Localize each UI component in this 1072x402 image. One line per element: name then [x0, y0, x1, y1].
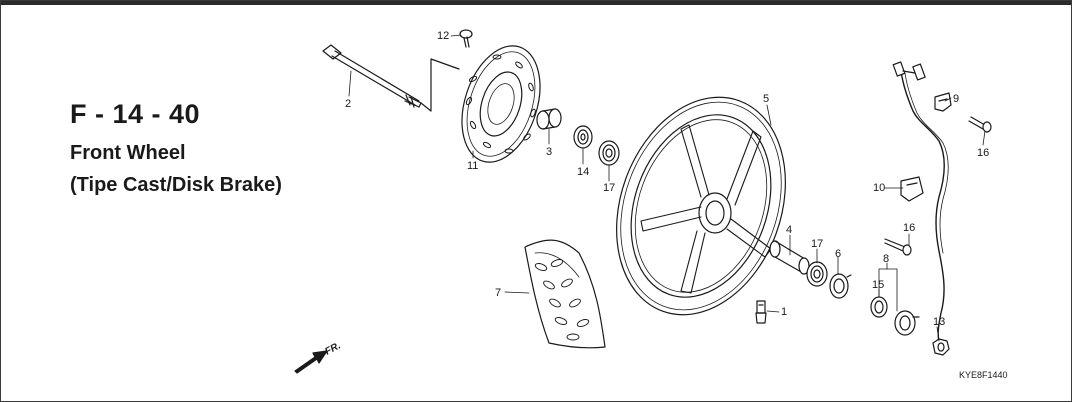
top-bar [1, 1, 1071, 5]
sensor-seal-part [870, 296, 888, 318]
callout-13: 13 [933, 316, 945, 328]
callout-14: 14 [577, 166, 589, 178]
callout-3: 3 [546, 146, 552, 158]
tire-part [524, 239, 606, 349]
front-direction-arrow-icon [294, 350, 328, 374]
callout-11: 11 [467, 160, 478, 172]
leader-bracket [420, 58, 460, 112]
reference-code: KYE8F1440 [959, 370, 1008, 380]
leader-lines [348, 34, 986, 342]
disc-bolt-part [459, 29, 473, 48]
wheel-rim-part [616, 96, 786, 316]
nut-part [932, 338, 950, 356]
callout-2: 2 [345, 98, 351, 110]
retainer-part [829, 273, 852, 299]
dust-seal-part [573, 125, 593, 149]
diagram-subtitle: (Tipe Cast/Disk Brake) [70, 174, 282, 196]
callout-9: 9 [953, 93, 959, 105]
callout-16-upper: 16 [977, 147, 989, 159]
brake-disc-part [461, 45, 541, 163]
callout-12: 12 [437, 30, 449, 42]
direction-label: FR. [323, 340, 342, 357]
callout-16-lower: 16 [903, 222, 915, 234]
bearing-left-part [598, 140, 620, 166]
callout-1: 1 [781, 306, 787, 318]
callout-6: 6 [835, 248, 841, 260]
callout-8: 8 [883, 253, 889, 265]
sensor-bracket-part [900, 176, 924, 202]
clamp-part [934, 92, 952, 112]
callout-15: 15 [872, 279, 884, 291]
collar-part [536, 108, 562, 130]
callout-17-left: 17 [603, 182, 615, 194]
distance-collar-part [769, 240, 810, 275]
axle-part [322, 44, 422, 108]
diagram-title: Front Wheel [70, 142, 186, 164]
sensor-wiring [892, 61, 949, 342]
valve-part [755, 300, 767, 324]
callout-10: 10 [873, 182, 885, 194]
sensor-rotor-part [894, 310, 920, 336]
diagram-code: F - 14 - 40 [70, 99, 201, 129]
diagram-heading: F - 14 - 40 Front Wheel (Tipe Cast/Disk … [70, 97, 282, 201]
callout-7: 7 [495, 287, 501, 299]
callout-17-right: 17 [811, 238, 823, 250]
callout-4: 4 [786, 224, 792, 236]
bolt-lower-part [884, 238, 912, 256]
bolt-upper-part [968, 116, 992, 133]
callout-5: 5 [763, 93, 769, 105]
bearing-right-part [806, 261, 828, 287]
